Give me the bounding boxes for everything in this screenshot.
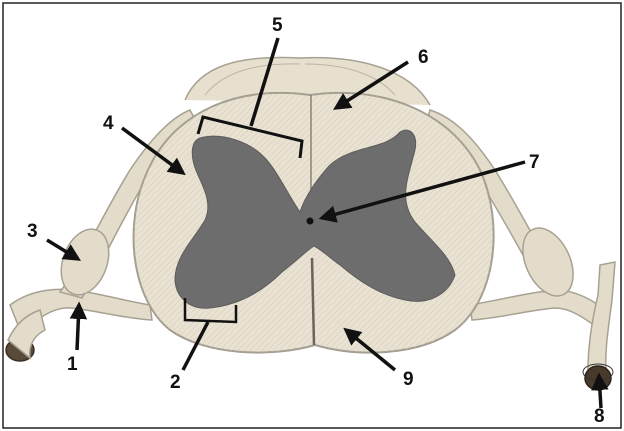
label-1: 1 [67, 355, 78, 374]
label-4: 4 [103, 114, 114, 133]
central-canal [307, 218, 314, 225]
label-2: 2 [170, 373, 181, 392]
label-3: 3 [27, 222, 38, 241]
label-8: 8 [594, 407, 605, 426]
label-5: 5 [272, 16, 283, 35]
label-9: 9 [403, 370, 414, 389]
arrow-8 [599, 376, 601, 408]
label-6: 6 [418, 48, 429, 67]
label-7: 7 [529, 153, 540, 172]
arrow-1 [77, 305, 79, 350]
